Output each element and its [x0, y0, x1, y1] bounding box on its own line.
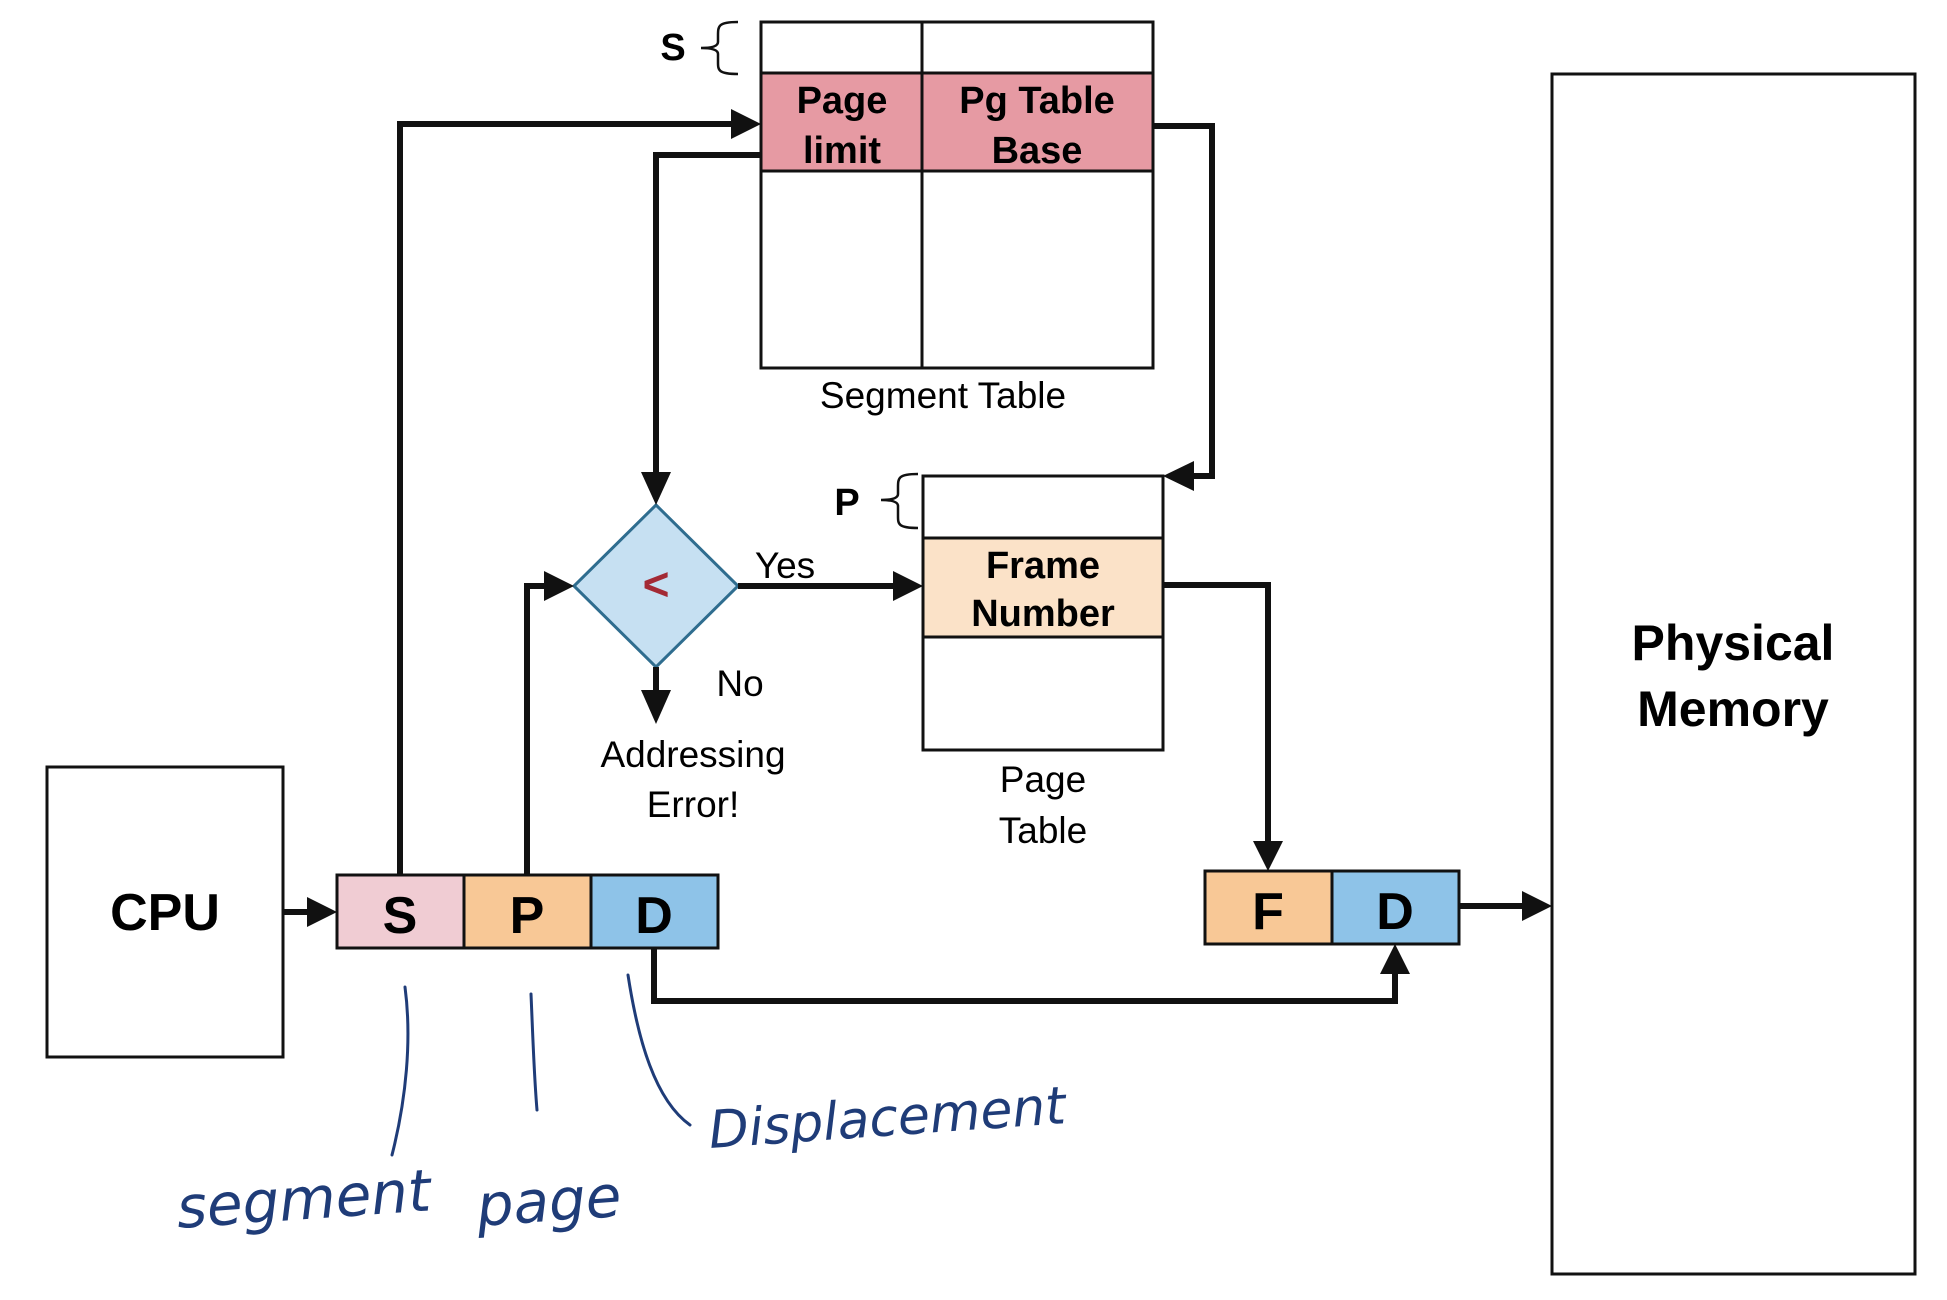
limit-comparator: < Yes No — [571, 502, 815, 704]
yes-label: Yes — [755, 545, 815, 586]
no-label: No — [716, 663, 763, 704]
arrowhead-frame-number — [893, 571, 923, 601]
arrowhead-page-table — [1163, 461, 1194, 491]
arrowhead-offset-field — [1380, 944, 1410, 974]
segment-table-entry — [759, 71, 1155, 173]
frame-to-f-arrow — [1163, 582, 1271, 844]
displacement-annotation: Displacement — [707, 1076, 1069, 1161]
page-index-brace: P — [834, 472, 919, 530]
segment-annotation: segment — [174, 1156, 435, 1242]
arrowhead-f-field — [1253, 841, 1283, 871]
offset-field-label: D — [1376, 883, 1414, 941]
segment-table-col1-line2: limit — [803, 130, 881, 172]
arrowhead-comparator-top — [641, 472, 671, 505]
page-annotation: page — [473, 1162, 623, 1240]
segment-table-col2-line1: Pg Table — [959, 80, 1115, 122]
frame-field — [1203, 869, 1334, 946]
segment-table-col1-line1: Page — [797, 80, 888, 122]
segment-field-label: S — [383, 887, 418, 945]
addressing-error-line2: Error! — [647, 784, 740, 825]
addressing-error: Addressing Error! — [600, 734, 785, 825]
handwritten-annotations — [390, 973, 692, 1157]
segment-to-table-arrow — [397, 121, 734, 875]
arrowhead-memory — [1522, 891, 1552, 921]
physical-address: F D — [1203, 869, 1461, 946]
frame-number-line1: Frame — [986, 545, 1100, 587]
page-annotation-stroke — [529, 992, 539, 1112]
memory-label-line2: Memory — [1637, 681, 1829, 737]
arrowhead-error — [641, 690, 671, 724]
frame-field-label: F — [1252, 883, 1284, 941]
page-table-caption-line2: Table — [999, 810, 1087, 851]
segment-table-col2-line2: Base — [992, 130, 1083, 172]
displacement-annotation-stroke — [626, 973, 692, 1127]
segment-annotation-stroke — [390, 985, 410, 1157]
segment-field — [335, 873, 466, 950]
displacement-field-label: D — [635, 887, 673, 945]
base-to-page-table-arrow — [1153, 123, 1215, 479]
cpu-box: CPU — [45, 765, 285, 1059]
displacement-arrow — [651, 948, 1398, 1004]
connectors — [283, 121, 1525, 1004]
physical-memory: Physical Memory — [1550, 72, 1917, 1276]
limit-to-comparator-arrow — [653, 152, 761, 476]
cpu-label: CPU — [110, 884, 220, 942]
page-table: Frame Number Page Table — [921, 474, 1165, 851]
segment-index-label: S — [660, 27, 685, 69]
page-to-comparator-arrow — [524, 583, 547, 875]
page-table-caption-line1: Page — [1000, 759, 1086, 800]
arrowhead-cpu — [307, 897, 337, 927]
arrowhead-comparator-left — [544, 571, 574, 601]
segment-table: Page limit Pg Table Base Segment Table — [759, 20, 1155, 416]
page-index-label: P — [834, 482, 859, 524]
frame-number-line2: Number — [971, 593, 1115, 635]
addressing-error-line1: Addressing — [600, 734, 785, 775]
memory-label-line1: Physical — [1632, 615, 1835, 671]
offset-field — [1330, 869, 1461, 946]
displacement-field — [589, 873, 720, 950]
page-field-label: P — [510, 887, 545, 945]
logical-address: S P D — [335, 873, 720, 950]
arrowheads — [307, 109, 1552, 974]
less-than-icon: < — [643, 558, 670, 610]
segment-index-brace: S — [660, 20, 739, 76]
arrowhead-segment-table — [731, 109, 761, 139]
segment-table-caption: Segment Table — [820, 375, 1066, 416]
